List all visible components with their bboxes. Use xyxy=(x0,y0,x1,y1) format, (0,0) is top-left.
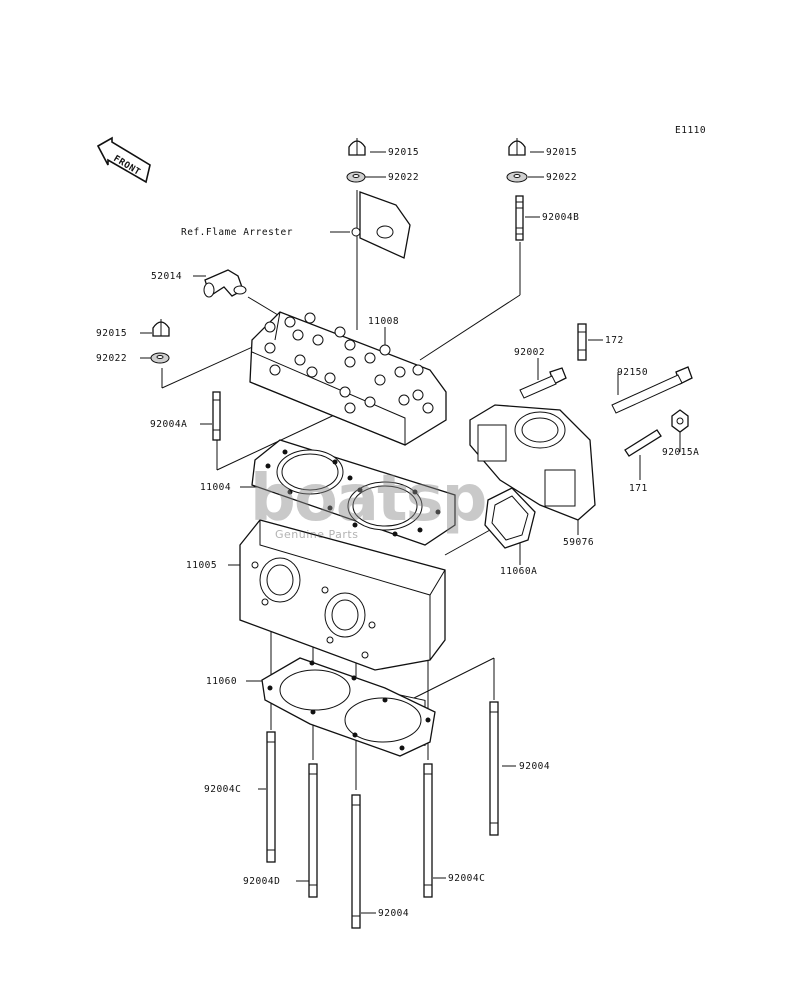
stud-92004C-right xyxy=(423,763,433,898)
label-92004C-left: 92004C xyxy=(204,784,241,795)
stud-171 xyxy=(624,429,662,457)
label-92004C-right: 92004C xyxy=(448,873,485,884)
stud-92004B xyxy=(515,195,524,241)
label-92002: 92002 xyxy=(514,347,545,358)
head-gasket-11004 xyxy=(251,439,456,546)
ref-flame-arrester-label: Ref.Flame Arrester xyxy=(181,227,293,238)
label-92022-top-center: 92022 xyxy=(388,172,419,183)
label-92022-left: 92022 xyxy=(96,353,127,364)
label-92004-right: 92004 xyxy=(519,761,550,772)
label-11060: 11060 xyxy=(206,676,237,687)
label-92004B: 92004B xyxy=(542,212,579,223)
watermark-brand: boatsp xyxy=(250,462,485,536)
label-92022-top-right: 92022 xyxy=(546,172,577,183)
label-92015-top-right: 92015 xyxy=(546,147,577,158)
front-arrow-icon: FRONT xyxy=(96,136,151,184)
cap-nut-92015-right xyxy=(508,138,526,156)
stud-92004D xyxy=(308,763,318,898)
washer-92022-left xyxy=(150,352,170,364)
washer-92022-center xyxy=(346,171,366,183)
stud-92004C-left xyxy=(266,731,276,863)
label-92004-bottom: 92004 xyxy=(378,908,409,919)
bolt-92150 xyxy=(611,366,693,414)
stud-92004A xyxy=(212,391,221,441)
label-92004D: 92004D xyxy=(243,876,280,887)
label-92015-left: 92015 xyxy=(96,328,127,339)
cap-nut-92015-center xyxy=(348,138,366,156)
label-59076: 59076 xyxy=(563,537,594,548)
label-11008: 11008 xyxy=(368,316,399,327)
stud-92004-bottom xyxy=(351,794,361,929)
label-11060A: 11060A xyxy=(500,566,537,577)
exhaust-manifold-59076 xyxy=(469,404,596,521)
label-52014: 52014 xyxy=(151,271,182,282)
nut-92015A xyxy=(671,409,689,433)
base-gasket-11060 xyxy=(261,657,436,757)
watermark: boatsp Genuine Parts xyxy=(250,462,487,541)
cylinder-head-11008 xyxy=(249,311,447,446)
figure-code: E1110 xyxy=(675,125,706,136)
exhaust-gasket-11060A xyxy=(484,487,536,549)
label-171: 171 xyxy=(629,483,648,494)
leader-lines xyxy=(140,151,681,914)
watermark-tagline: Genuine Parts xyxy=(275,528,358,541)
label-92015A: 92015A xyxy=(662,447,699,458)
label-11004: 11004 xyxy=(200,482,231,493)
label-92015-top-center: 92015 xyxy=(388,147,419,158)
flame-arrester-bracket xyxy=(351,191,411,259)
elbow-fitting-52014 xyxy=(203,269,247,298)
label-172: 172 xyxy=(605,335,624,346)
label-92004A: 92004A xyxy=(150,419,187,430)
label-11005: 11005 xyxy=(186,560,217,571)
label-92150: 92150 xyxy=(617,367,648,378)
bolt-92002 xyxy=(519,367,567,399)
cap-nut-92015-left xyxy=(152,319,170,337)
washer-92022-right xyxy=(506,171,528,183)
stud-172 xyxy=(577,323,587,361)
stud-92004-right xyxy=(489,701,499,836)
